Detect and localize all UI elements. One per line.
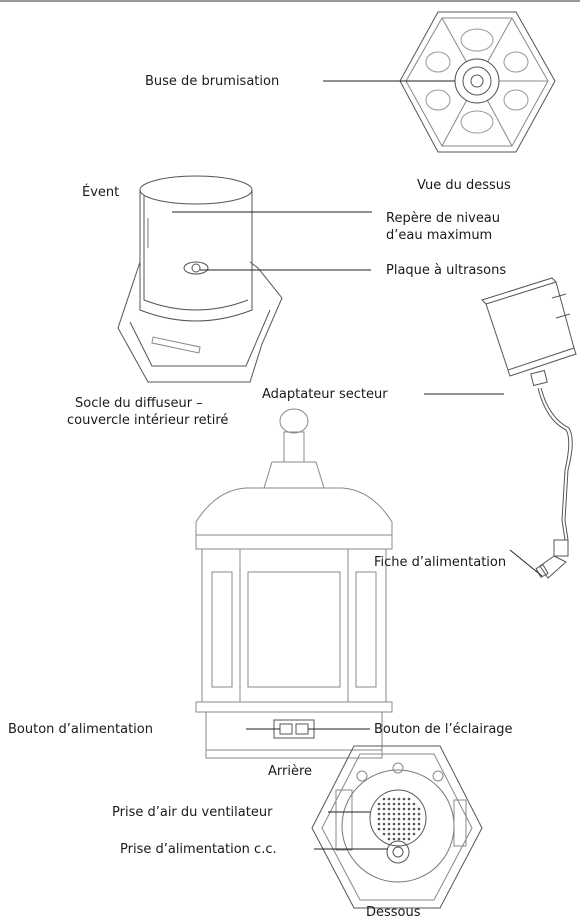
grille-hole — [417, 812, 421, 816]
fan-intake-label: Prise d’air du ventilateur — [112, 805, 273, 820]
grille-hole — [377, 812, 381, 816]
grille-hole — [392, 837, 396, 841]
grille-hole — [387, 812, 391, 816]
grille-hole — [377, 817, 381, 821]
grille-hole — [397, 837, 401, 841]
grille-hole — [412, 832, 416, 836]
diffuser-base-drawing — [117, 175, 283, 383]
grille-hole — [417, 817, 421, 821]
grille-hole — [387, 817, 391, 821]
grille-hole — [392, 807, 396, 811]
grille-hole — [382, 797, 386, 801]
grille-hole — [382, 817, 386, 821]
max-water-label-line2: d’eau maximum — [386, 228, 493, 243]
grille-hole — [382, 832, 386, 836]
power-button-label: Bouton d’alimentation — [8, 722, 153, 737]
grille-hole — [407, 797, 411, 801]
grille-hole — [392, 817, 396, 821]
power-plug-label: Fiche d’alimentation — [374, 555, 507, 570]
grille-hole — [402, 822, 406, 826]
grille-hole — [402, 797, 406, 801]
grille-hole — [397, 817, 401, 821]
grille-hole — [377, 807, 381, 811]
grille-hole — [402, 807, 406, 811]
grille-hole — [407, 817, 411, 821]
grille-hole — [382, 822, 386, 826]
grille-hole — [377, 827, 381, 831]
grille-hole — [387, 827, 391, 831]
top-view-caption: Vue du dessus — [417, 178, 511, 193]
grille-hole — [412, 817, 416, 821]
grille-hole — [407, 802, 411, 806]
grille-hole — [407, 822, 411, 826]
grille-hole — [417, 822, 421, 826]
grille-hole — [382, 812, 386, 816]
dc-power-jack-label: Prise d’alimentation c.c. — [120, 842, 277, 857]
grille-hole — [377, 802, 381, 806]
grille-hole — [387, 802, 391, 806]
grille-hole — [387, 807, 391, 811]
grille-hole — [407, 812, 411, 816]
grille-hole — [407, 837, 411, 841]
grille-hole — [392, 812, 396, 816]
grille-hole — [402, 832, 406, 836]
grille-hole — [407, 807, 411, 811]
grille-hole — [392, 822, 396, 826]
grille-hole — [412, 827, 416, 831]
grille-hole — [412, 812, 416, 816]
grille-hole — [402, 817, 406, 821]
grille-hole — [397, 802, 401, 806]
grille-hole — [412, 822, 416, 826]
lantern-drawing — [195, 408, 393, 759]
light-button-label: Bouton de l’éclairage — [374, 722, 513, 737]
grille-hole — [397, 822, 401, 826]
grille-hole — [387, 832, 391, 836]
grille-hole — [412, 802, 416, 806]
grille-hole — [407, 832, 411, 836]
grille-hole — [402, 827, 406, 831]
grille-hole — [417, 807, 421, 811]
grille-hole — [392, 832, 396, 836]
grille-hole — [417, 827, 421, 831]
back-caption: Arrière — [268, 764, 313, 779]
grille-hole — [397, 807, 401, 811]
grille-hole — [402, 802, 406, 806]
ac-adapter-label: Adaptateur secteur — [262, 387, 388, 402]
grille-hole — [397, 812, 401, 816]
max-water-label-line1: Repère de niveau — [386, 211, 501, 226]
ultrasonic-plate-label: Plaque à ultrasons — [386, 263, 507, 278]
base-caption-line1: Socle du diffuseur – — [75, 396, 203, 411]
grille-hole — [392, 797, 396, 801]
grille-hole — [387, 837, 391, 841]
grille-hole — [392, 827, 396, 831]
top-view-hexagon — [399, 11, 556, 153]
grille-hole — [382, 807, 386, 811]
grille-hole — [387, 797, 391, 801]
grille-hole — [382, 802, 386, 806]
plug-leader — [509, 549, 543, 577]
grille-hole — [402, 837, 406, 841]
vent-label: Évent — [82, 185, 120, 200]
nozzle-label: Buse de brumisation — [145, 74, 280, 89]
grille-hole — [392, 802, 396, 806]
grille-hole — [387, 822, 391, 826]
grille-hole — [382, 827, 386, 831]
base-caption-line2: couvercle intérieur retiré — [67, 413, 229, 428]
bottom-view-drawing — [311, 745, 483, 909]
grille-hole — [402, 812, 406, 816]
grille-hole — [397, 827, 401, 831]
grille-hole — [407, 827, 411, 831]
grille-hole — [377, 822, 381, 826]
grille-hole — [412, 807, 416, 811]
grille-hole — [397, 832, 401, 836]
grille-hole — [397, 797, 401, 801]
bottom-caption: Dessous — [366, 905, 421, 920]
